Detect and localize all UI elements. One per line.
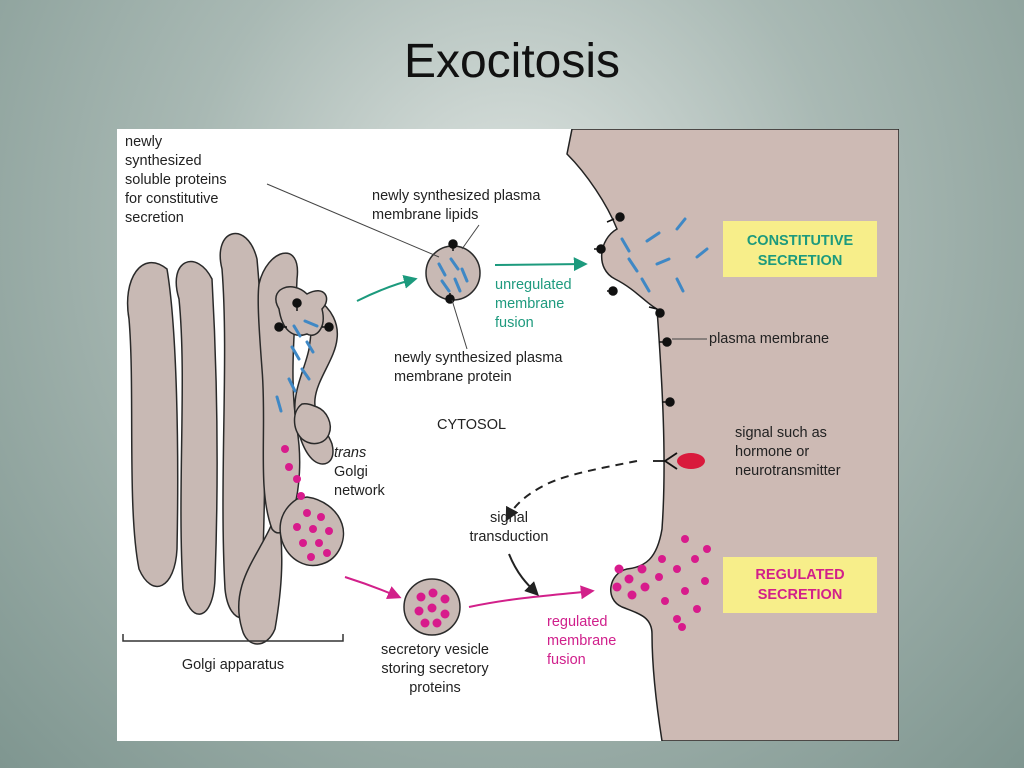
- label-line: trans: [334, 445, 366, 461]
- label-line: transduction: [470, 529, 549, 545]
- membrane-proteins: [594, 212, 675, 407]
- released-soluble-proteins: [620, 217, 709, 293]
- box-line-1: REGULATED: [755, 567, 844, 583]
- label-line: membrane protein: [394, 369, 512, 385]
- golgi-bracket: [122, 634, 344, 642]
- label-line: for constitutive: [125, 191, 219, 207]
- label-line: membrane lipids: [372, 207, 478, 223]
- constitutive-secretion-box: CONSTITUTIVE SECRETION: [723, 221, 877, 277]
- arrow-signal-inward: [505, 460, 638, 522]
- label-membrane-lipids: newly synthesized plasma membrane lipids: [372, 188, 541, 223]
- golgi-membrane-proteins: [274, 298, 334, 332]
- label-cytosol: CYTOSOL: [437, 417, 506, 433]
- label-line: newly synthesized plasma: [394, 350, 563, 366]
- slide-title: Exocitosis: [403, 35, 621, 88]
- label-line: signal such as: [735, 425, 827, 441]
- fusing-regulated-vesicle: [612, 564, 650, 600]
- diagram-panel: CONSTITUTIVE SECRETION REGULATED SECRETI…: [117, 129, 899, 741]
- label-line: neurotransmitter: [735, 463, 841, 479]
- box-line-1: CONSTITUTIVE: [747, 233, 854, 249]
- secretory-vesicle: [403, 578, 461, 636]
- label-signal: signal such as hormone or neurotransmitt…: [735, 425, 841, 479]
- golgi-soluble-proteins: [275, 319, 319, 413]
- label-line: secretion: [125, 210, 184, 226]
- exocytosis-diagram: CONSTITUTIVE SECRETION REGULATED SECRETI…: [122, 129, 899, 741]
- label-line: signal: [490, 510, 528, 526]
- label-plasma-membrane: plasma membrane: [709, 331, 829, 347]
- arrow-unregulated-fusion: [494, 257, 588, 272]
- label-line: unregulated: [495, 277, 572, 293]
- label-line: membrane: [495, 296, 564, 312]
- arrow-to-secretory-vesicle: [344, 576, 402, 600]
- label-line: hormone or: [735, 444, 809, 460]
- label-line: newly: [125, 134, 163, 150]
- label-line: storing secretory: [381, 661, 489, 677]
- golgi-apparatus: [126, 232, 345, 645]
- label-line: Golgi: [334, 464, 368, 480]
- arrow-to-constitutive-vesicle: [356, 274, 418, 302]
- label-membrane-protein: newly synthesized plasma membrane protei…: [394, 350, 563, 385]
- label-line: secretory vesicle: [381, 642, 489, 658]
- arrow-regulated-fusion: [468, 585, 595, 608]
- label-line: soluble proteins: [125, 172, 227, 188]
- label-line: proteins: [409, 680, 461, 696]
- label-line: synthesized: [125, 153, 202, 169]
- regulated-secretion-box: REGULATED SECRETION: [723, 557, 877, 613]
- label-trans-golgi: trans Golgi network: [334, 445, 386, 499]
- label-line: network: [334, 483, 386, 499]
- label-regulated-fusion: regulated membrane fusion: [547, 614, 616, 668]
- label-soluble-proteins: newly synthesized soluble proteins for c…: [125, 134, 227, 226]
- label-golgi-apparatus: Golgi apparatus: [182, 657, 284, 673]
- constitutive-vesicle: [425, 239, 481, 304]
- arrow-signal-transduction: [508, 553, 539, 596]
- label-pointer-lines: [266, 183, 707, 350]
- label-signal-transduction: signal transduction: [470, 510, 549, 545]
- box-line-2: SECRETION: [758, 253, 843, 269]
- label-line: regulated: [547, 614, 607, 630]
- signal-receptor: [653, 452, 678, 470]
- label-line: membrane: [547, 633, 616, 649]
- label-line: fusion: [547, 652, 586, 668]
- box-line-2: SECRETION: [758, 587, 843, 603]
- label-line: newly synthesized plasma: [372, 188, 541, 204]
- cell-exterior: [566, 129, 899, 741]
- label-secretory-vesicle: secretory vesicle storing secretory prot…: [381, 642, 489, 696]
- golgi-secretory-proteins: [281, 445, 333, 561]
- signal-molecule: [677, 453, 705, 469]
- label-line: fusion: [495, 315, 534, 331]
- label-unregulated-fusion: unregulated membrane fusion: [495, 277, 572, 331]
- released-secretory-proteins: [655, 535, 711, 631]
